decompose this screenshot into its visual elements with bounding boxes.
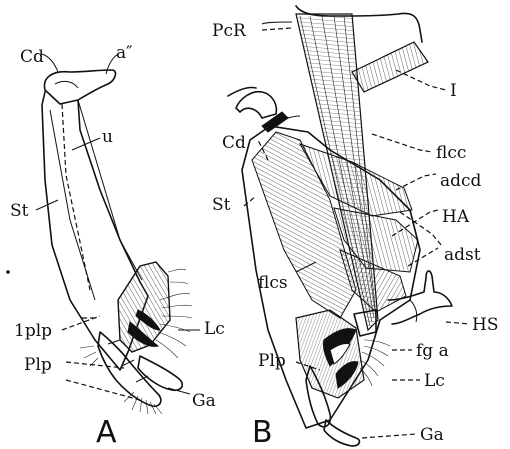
label-b-hs: HS (472, 315, 498, 335)
panel-a-leader-cd (42, 54, 58, 72)
panel-b-galea (324, 420, 359, 446)
panel-a-dot (6, 270, 10, 274)
panel-b-leader-hs (446, 322, 470, 324)
label-b-adcd: adcd (440, 171, 482, 191)
label-b-flcs: flcs (258, 273, 288, 293)
label-a-cd: Cd (20, 47, 44, 67)
panel-b-cardo (236, 92, 276, 118)
panel-b-leader-pcr (262, 28, 292, 30)
panel-b-fga-bristles (360, 340, 390, 386)
panel-a-cardo (44, 70, 115, 104)
label-b-pcr: PcR (212, 21, 247, 41)
label-a-iplp: 1plp (14, 321, 52, 341)
panel-b-leader-ga (362, 434, 416, 438)
label-b-ha: HA (442, 207, 470, 227)
label-a-lc: Lc (204, 319, 225, 339)
panel-b-letter: B (252, 415, 273, 449)
panel-b-leader-flcc (372, 134, 432, 152)
label-a-ga: Ga (192, 391, 216, 411)
label-b-lc: Lc (424, 371, 445, 391)
label-a-u: u (102, 127, 113, 147)
label-b-ga: Ga (420, 425, 444, 445)
label-b-cd: Cd (222, 133, 246, 153)
label-b-plp: Plp (258, 351, 286, 371)
label-a-plp: Plp (24, 355, 52, 375)
label-b-st: St (212, 195, 231, 215)
panel-b-leader-i (396, 70, 446, 90)
label-b-adst: adst (444, 245, 481, 265)
label-b-fga: fg a (416, 341, 449, 361)
label-b-flcc: flcc (436, 143, 466, 163)
label-b-i: I (450, 81, 457, 101)
label-a-st: St (10, 201, 29, 221)
label-a-a2: a″ (116, 43, 133, 63)
panel-a-galea (138, 356, 182, 390)
panel-b-tendon-i (352, 42, 428, 92)
panel-a-letter: A (96, 415, 117, 449)
